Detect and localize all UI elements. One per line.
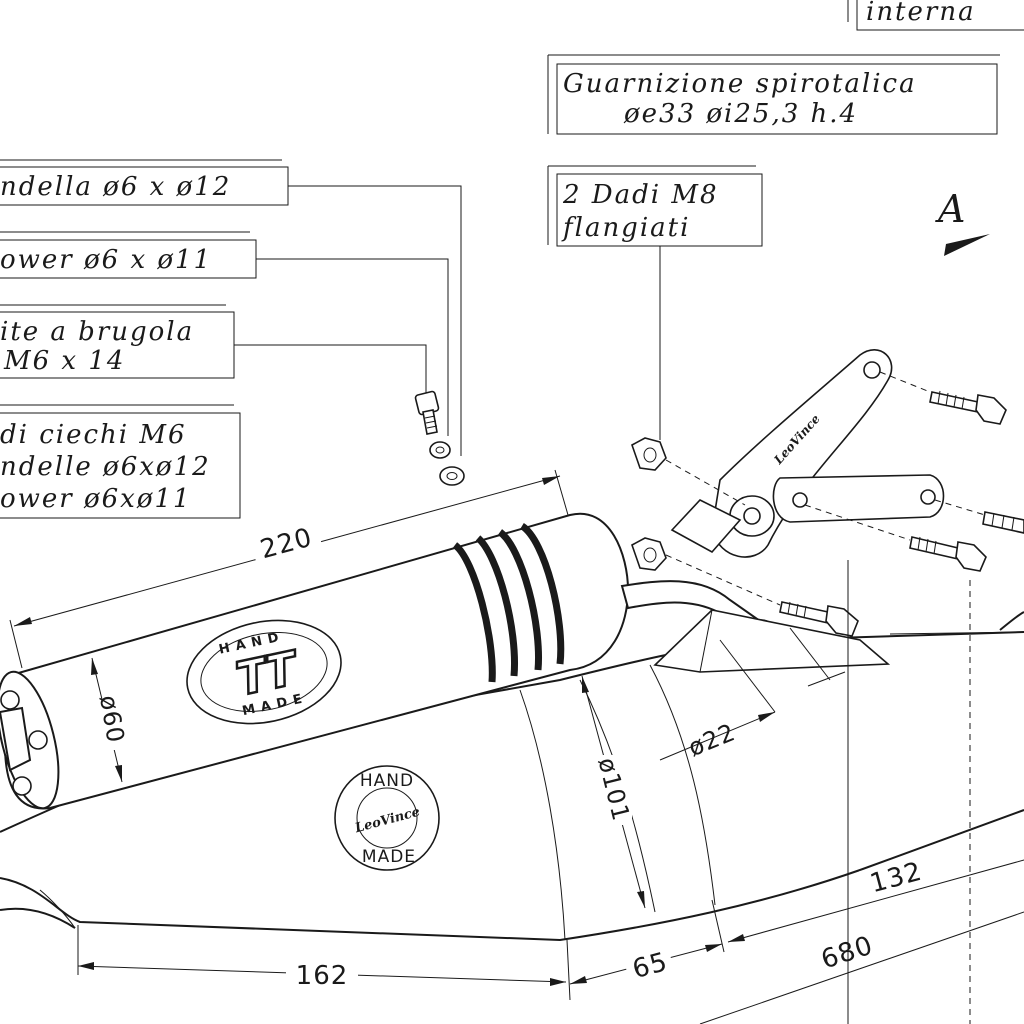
- dim-220-label: 220: [257, 523, 316, 566]
- flanged-nut-m8-1: [631, 437, 667, 471]
- callout-dadi-ciechi: di ciechi M6 ndelle ø6xø12 ower ø6xø11: [0, 404, 241, 519]
- callout-interna: interna: [847, 0, 1024, 31]
- bolt-upper-right: [929, 390, 1007, 425]
- bolt-middle-right: [909, 536, 987, 572]
- callout-guarnizione: Guarnizione spirotalica øe33 øi25,3 h.4: [547, 54, 1000, 135]
- view-arrow-a: [944, 234, 990, 256]
- callout-dadi-ciechi-line-3: ower ø6xø11: [0, 484, 192, 514]
- rondella-washer-hole: [446, 472, 458, 480]
- dim-162-label: 162: [296, 961, 349, 991]
- assembly-line-4: [804, 504, 911, 541]
- dim-101: ø101: [581, 675, 646, 909]
- silencer: TT HAND MADE: [0, 512, 630, 810]
- upper-bracket-arm: LeoVince: [711, 349, 893, 558]
- callout-vite-line-1: ite a brugola: [0, 317, 194, 347]
- bolt-right-edge: [982, 511, 1024, 534]
- clamp-rings: [452, 523, 565, 683]
- dim-680-label: 680: [818, 931, 877, 976]
- view-marker-a: A: [935, 187, 990, 256]
- dim-162: 162: [77, 925, 571, 1001]
- callout-guarnizione-line-1: Guarnizione spirotalica: [563, 69, 917, 99]
- hand-made-badge-bottom: MADE: [362, 847, 416, 867]
- assembly-line-5: [665, 554, 781, 606]
- callout-vite-line-2: M6 x 14: [3, 346, 125, 376]
- dim-65-label: 65: [629, 947, 671, 985]
- bracket-tab: [670, 499, 742, 554]
- view-label-a: A: [935, 187, 965, 231]
- rondella-washer: [439, 466, 465, 486]
- callout-rondella: ndella ø6 x ø12: [0, 159, 462, 456]
- dim-22-label: ø22: [684, 718, 739, 762]
- lower-bracket-arm: [772, 474, 945, 523]
- mounting-plate: [653, 609, 891, 673]
- extension-line-top-right: [889, 631, 1024, 635]
- bolt-lower: [779, 601, 859, 637]
- flanged-nut-m8-2: [631, 537, 667, 571]
- callout-dadi-m8-line-1: 2 Dadi M8: [562, 180, 719, 210]
- tt-badge: TT HAND MADE: [186, 619, 342, 725]
- callout-dadi-m8: 2 Dadi M8 flangiati: [547, 165, 763, 440]
- callout-dadi-ciechi-line-2: ndelle ø6xø12: [0, 452, 211, 482]
- callout-interna-line-1: interna: [866, 0, 976, 27]
- grower-washer-hole: [435, 446, 445, 454]
- callout-guarnizione-line-2: øe33 øi25,3 h.4: [623, 99, 858, 129]
- callout-grower: ower ø6 x ø11: [0, 231, 449, 436]
- end-cap-bolts: [0, 690, 48, 796]
- assembly-line-2: [879, 371, 931, 393]
- callout-vite: ite a brugola M6 x 14: [0, 304, 427, 396]
- allen-screw-m6: [414, 390, 440, 435]
- callout-rondella-line-1: ndella ø6 x ø12: [0, 172, 231, 202]
- callout-dadi-ciechi-line-1: di ciechi M6: [0, 420, 187, 450]
- hand-made-badge-top: HAND: [360, 771, 414, 791]
- assembly-line-1: [665, 459, 746, 506]
- callout-grower-line-1: ower ø6 x ø11: [0, 245, 212, 275]
- assembly-line-3: [934, 499, 986, 516]
- grower-washer: [429, 441, 451, 459]
- hand-made-badge: HAND MADE LeoVince: [334, 765, 440, 871]
- dim-60: ø60: [88, 657, 130, 783]
- callout-dadi-m8-line-2: flangiati: [561, 213, 690, 243]
- dim-680: 680: [699, 911, 1024, 1024]
